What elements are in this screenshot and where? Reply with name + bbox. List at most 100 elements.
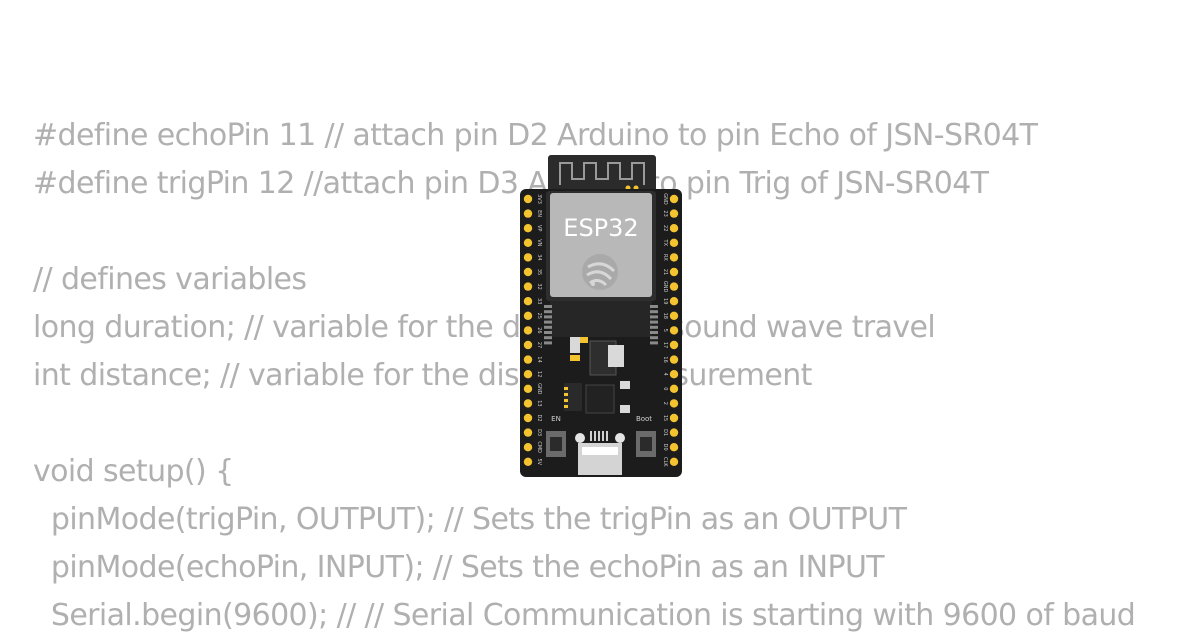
pin-label: 17 [662,342,668,348]
header-pin-left[interactable] [523,326,533,335]
header-pin-right[interactable] [669,384,679,393]
module-castellation [544,315,552,319]
header-pin-right[interactable] [669,413,679,423]
pin-label: 26 [536,327,542,333]
header-pin-left[interactable] [523,311,533,320]
code-line: void setup() { [33,454,234,489]
module-castellation [544,336,552,340]
pin-label: 22 [662,225,668,231]
header-pin-right[interactable] [669,224,679,233]
pin-label: CMD [536,441,542,453]
header-pin-right[interactable] [669,267,679,277]
header-pin-left[interactable] [523,443,533,452]
esp32-module-shield [550,193,652,297]
pin-label: 34 [536,254,542,260]
antenna-area [548,155,656,195]
header-pin-right[interactable] [669,399,679,408]
pin-label: D0 [662,444,668,451]
pin-label: 32 [536,283,542,289]
header-pin-right[interactable] [669,311,679,320]
header-pin-right[interactable] [669,428,679,437]
pin-label: EN [536,210,542,217]
module-castellation [650,325,658,329]
pin-label: 5V [536,458,542,465]
espressif-logo-icon [582,254,618,290]
header-pin-left[interactable] [523,282,533,291]
header-pin-right[interactable] [669,370,679,379]
pin-label: 19 [662,298,668,304]
header-pin-right[interactable] [669,209,679,218]
esp32-board-illustration: ESP32 3V3ENVPVN343532332526271412GND13D2… [520,155,682,477]
module-label: ESP32 [563,214,638,242]
header-pin-left[interactable] [523,194,533,204]
pin-label: GND [662,193,668,205]
module-castellation [544,331,552,334]
header-pin-right[interactable] [669,194,679,204]
header-pin-left[interactable] [523,370,533,379]
header-pin-left[interactable] [523,297,533,306]
header-pin-left[interactable] [523,238,533,247]
header-pin-right[interactable] [669,253,679,262]
module-castellation [544,310,552,314]
en-button[interactable] [546,431,566,457]
pin-label: RX [662,254,668,261]
pin-label: D2 [536,414,542,421]
pin-label: D3 [536,429,542,436]
module-base [550,301,652,337]
header-pin-left[interactable] [523,384,533,393]
header-pin-left[interactable] [523,253,533,262]
header-pin-right[interactable] [669,326,679,335]
header-pin-left[interactable] [523,428,533,437]
header-pin-left[interactable] [523,355,533,364]
module-castellation [544,341,552,345]
pin-label: 3V3 [536,194,542,204]
pin-label: GND [662,281,668,293]
header-pin-right[interactable] [669,282,679,291]
usb-uart-chip [585,384,615,414]
header-pin-left[interactable] [523,340,533,350]
header-pin-left[interactable] [523,457,533,466]
en-button-label: EN [551,415,561,423]
pin-label: 23 [662,210,668,216]
module-castellation [544,325,552,329]
header-pin-right[interactable] [669,443,679,452]
header-pin-right[interactable] [669,238,679,247]
header-pin-left[interactable] [523,209,533,218]
header-pin-left[interactable] [523,399,533,408]
pin-label: VP [536,225,542,231]
module-castellation [650,315,658,319]
module-castellation [544,305,552,308]
code-line: pinMode(echoPin, INPUT); // Sets the ech… [33,550,885,585]
header-pin-left[interactable] [523,413,533,423]
module-castellation [650,331,658,334]
pin-label: 16 [662,356,668,362]
module-castellation [650,305,658,308]
pin-label: TX [662,239,668,247]
module-castellation [650,336,658,340]
pin-label: 18 [662,313,668,319]
pin-label: 21 [662,269,668,275]
pin-label: 2 [662,402,668,405]
pin-label: 12 [536,371,542,377]
boot-button-label: Boot [636,415,652,423]
pin-label: 27 [536,342,542,348]
header-pin-left[interactable] [523,224,533,233]
module-castellation [650,310,658,314]
header-pin-right[interactable] [669,457,679,466]
pin-label: 35 [536,269,542,275]
pin-label: 25 [536,313,542,319]
header-pin-left[interactable] [523,267,533,277]
header-pin-right[interactable] [669,340,679,350]
micro-usb-port [575,431,625,475]
pin-label: GND [536,383,542,395]
pin-label: CLK [662,457,668,467]
header-pin-right[interactable] [669,355,679,364]
pin-label: 4 [662,373,668,376]
code-line: // defines variables [33,262,307,297]
header-pin-right[interactable] [669,297,679,306]
pin-label: 5 [662,329,668,332]
pin-label: 13 [536,400,542,406]
boot-button[interactable] [636,431,656,457]
pin-label: 15 [662,415,668,421]
